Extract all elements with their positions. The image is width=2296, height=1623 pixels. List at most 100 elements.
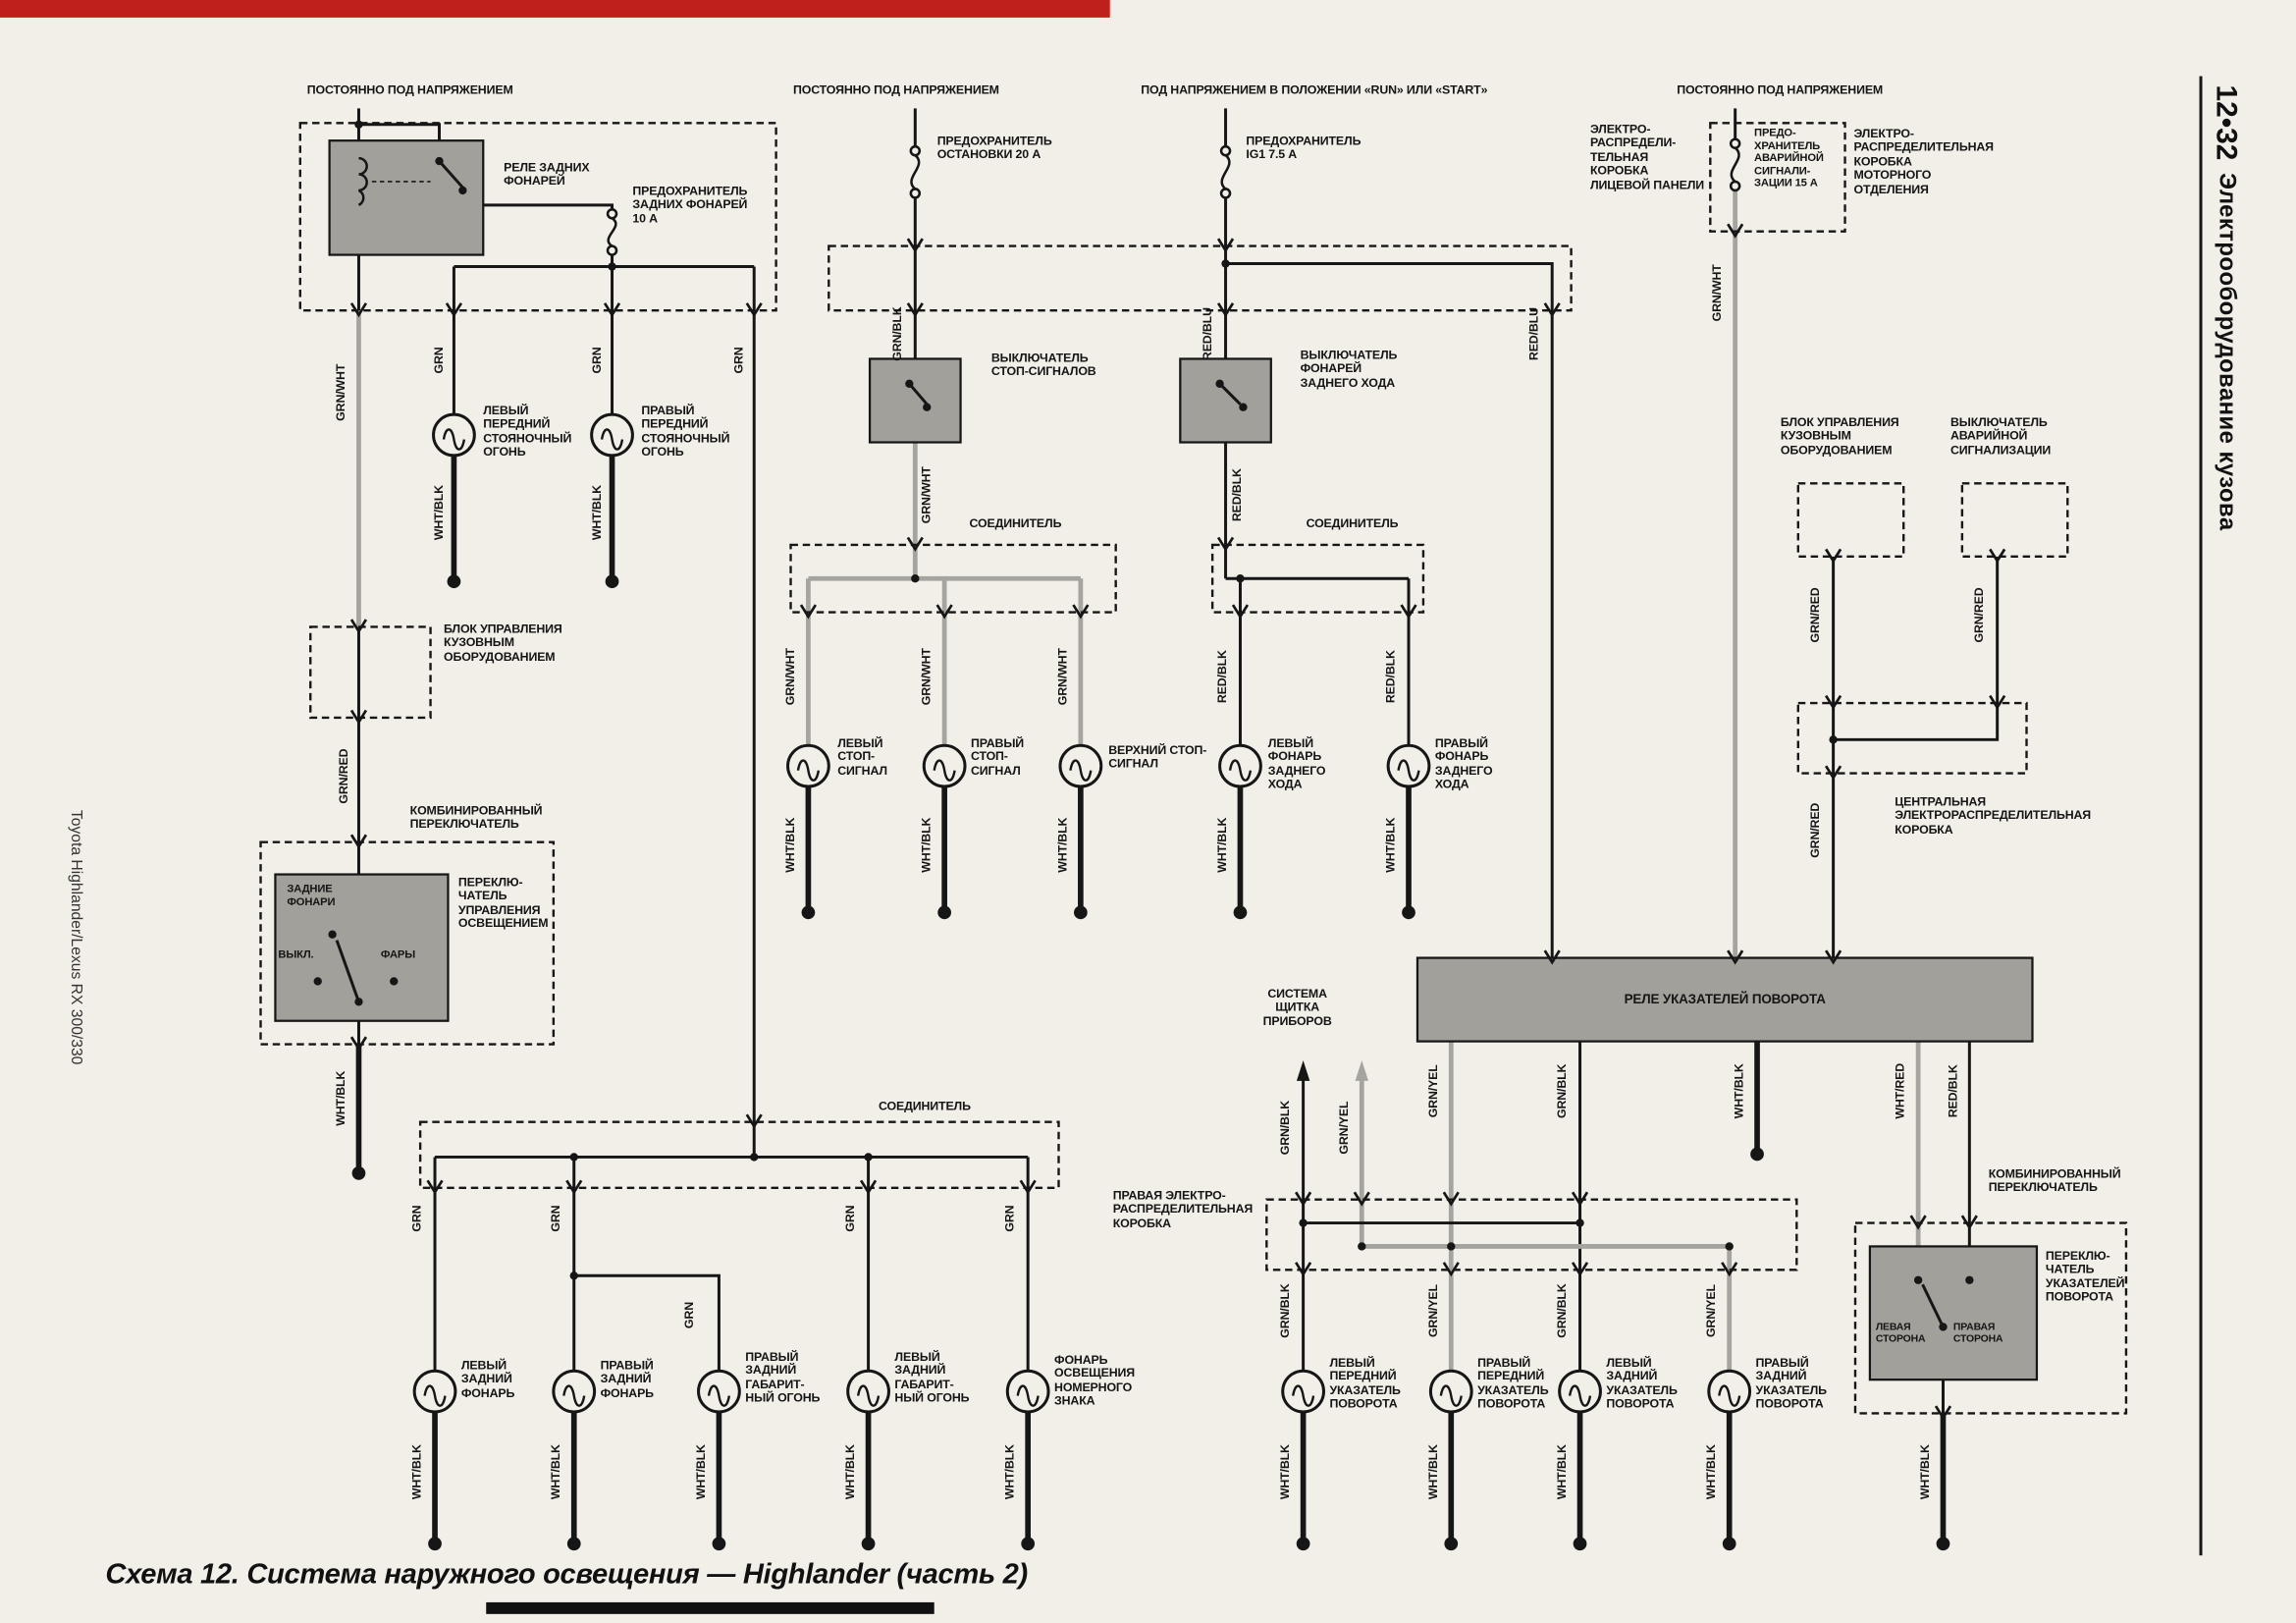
junction-dot — [569, 1153, 578, 1162]
wire-color-label: RED/BLK — [1945, 1064, 1960, 1118]
wire-color-label: RED/BLK — [1214, 650, 1229, 704]
wire-color-label: WHT/BLK — [430, 485, 446, 541]
wire-color-label: GRN/YEL — [1424, 1064, 1440, 1118]
wire — [1225, 262, 1554, 958]
hazard-fuse-label: ПРЕДО-ХРАНИТЕЛЬ АВАРИЙНОЙ СИГНАЛИ-ЗАЦИИ … — [1754, 126, 1824, 189]
connector-arrow-icon — [603, 302, 621, 318]
connector-arrow-icon — [1825, 694, 1842, 711]
ground-icon — [861, 1537, 876, 1551]
lamp-filament-icon — [1568, 1384, 1592, 1407]
connector-arrow-icon — [1216, 238, 1235, 253]
fuse-icon — [909, 188, 922, 199]
left-stop-lamp-label: ЛЕВЫЙ СТОП-СИГНАЛ — [837, 734, 887, 778]
hazard-switch-label: ВЫКЛЮЧАТЕЛЬ АВАРИЙНОЙ СИГНАЛИЗАЦИИ — [1949, 414, 2052, 458]
lamp-filament-icon — [442, 428, 466, 451]
connector-arrow-icon — [1442, 1262, 1460, 1277]
wire-color-label: GRN — [408, 1205, 424, 1232]
light-control-switch-label: ПЕРЕКЛЮ-ЧАТЕЛЬ УПРАВЛЕНИЯ ОСВЕЩЕНИЕМ — [457, 874, 549, 931]
backup-connector-dashed-box — [1210, 543, 1425, 614]
lamp-filament-icon — [1291, 1384, 1315, 1407]
junction-dot — [1965, 1275, 1974, 1284]
lamp-filament-icon — [933, 759, 956, 782]
wire-color-label: GRN — [548, 1205, 563, 1232]
wire — [1833, 556, 2000, 741]
rear-lights-relay-label: РЕЛЕ ЗАДНИХ ФОНАРЕЙ — [504, 159, 590, 189]
switch-lever — [1218, 382, 1242, 406]
rear-connector-dashed-box — [418, 1120, 1060, 1189]
wire-color-label: RED/BLK — [1228, 468, 1244, 522]
connector-arrow-icon — [906, 238, 924, 253]
wire-color-label: WHT/BLK — [1703, 1444, 1719, 1500]
connector-arrow-icon — [1989, 694, 2006, 711]
connector-arrow-icon — [426, 1179, 444, 1195]
ground-icon — [1750, 1147, 1764, 1162]
wire-color-label: GRN/RED — [1807, 802, 1823, 858]
left-side-label: ЛЕВАЯ СТОРОНА — [1875, 1323, 1926, 1345]
connector-arrow-icon — [1934, 1405, 1952, 1421]
junction-dot — [911, 574, 920, 583]
connector-arrow-icon — [799, 604, 818, 620]
switch-pos-tail-label: ЗАДНИЕ ФОНАРИ — [287, 882, 336, 908]
ground-icon — [1722, 1537, 1736, 1551]
turn-signal-switch-box — [1868, 1245, 2039, 1381]
junction-dot — [569, 1271, 578, 1280]
ground-icon — [566, 1537, 581, 1551]
wire-color-label: GRN/RED — [1971, 587, 1987, 643]
fuse-icon — [1220, 154, 1231, 190]
wire-color-label: WHT/RED — [1892, 1062, 1907, 1119]
switch-lever — [1921, 1283, 1945, 1328]
junction-dot — [1829, 735, 1838, 744]
engine-junction-box-label: ЭЛЕКТРО-РАСПРЕДЕЛИТЕЛЬНАЯ КОРОБКА МОТОРН… — [1853, 126, 1994, 196]
connector-arrow-icon — [349, 619, 368, 634]
up-arrow-icon — [1296, 1059, 1310, 1081]
ground-icon — [1444, 1537, 1459, 1551]
engine-junction-box-dashed-box — [1709, 122, 1846, 233]
ground-icon — [1296, 1537, 1310, 1551]
wire-color-label: GRN/BLK — [888, 306, 904, 361]
body-control-unit-label-right: БЛОК УПРАВЛЕНИЯ КУЗОВНЫМ ОБОРУДОВАНИЕМ — [1780, 414, 1899, 458]
combination-switch-left-dashed-box — [259, 840, 556, 1046]
rear-lights-fuse-label: ПРЕДОХРАНИТЕЛЬ ЗАДНИХ ФОНАРЕЙ 10 А — [632, 183, 748, 226]
connector-arrow-icon — [1960, 1215, 1978, 1230]
relay-coil-icon — [357, 156, 368, 206]
chapter-title: Электрооборудование кузова — [2214, 173, 2239, 531]
top-red-bar — [0, 0, 1110, 18]
wire-color-label: GRN/BLK — [1277, 1283, 1293, 1338]
turn-signal-switch-label: ПЕРЕКЛЮ-ЧАТЕЛЬ УКАЗАТЕЛЕЙ ПОВОРОТА — [2045, 1247, 2125, 1305]
right-backup-lamp-label: ПРАВЫЙ ФОНАРЬ ЗАДНЕГО ХОДА — [1434, 734, 1493, 792]
wire-color-label: WHT/BLK — [692, 1444, 708, 1500]
connector-label-stop: СОЕДИНИТЕЛЬ — [969, 515, 1062, 530]
rear-lights-relay-dashed-box — [298, 122, 777, 312]
combination-switch-label-right: КОМБИНИРОВАННЫЙ ПЕРЕКЛЮЧАТЕЛЬ — [1988, 1165, 2121, 1195]
figure-caption: Схема 12. Система наружного освещения — … — [105, 1558, 1028, 1591]
wire-color-label: GRN/WHT — [333, 363, 347, 421]
fuse-icon — [606, 208, 618, 220]
light-control-switch-box — [274, 873, 450, 1022]
junction-dot — [750, 1153, 759, 1162]
wire-color-label: WHT/BLK — [918, 817, 934, 873]
lamp-filament-icon — [1016, 1384, 1040, 1407]
junction-dot — [923, 403, 932, 411]
stop-fuse-label: ПРЕДОХРАНИТЕЛЬ ОСТАНОВКИ 20 А — [936, 133, 1052, 162]
turn-signal-relay-box — [1415, 956, 2034, 1043]
lamp-filament-icon — [1228, 759, 1253, 782]
wire-color-label: WHT/BLK — [408, 1444, 424, 1500]
wire-color-label: WHT/BLK — [1214, 817, 1229, 873]
junction-dot — [864, 1153, 873, 1162]
junction-dot — [458, 186, 467, 195]
stop-connector-dashed-box — [789, 543, 1117, 614]
wire-color-label: GRN/BLK — [1554, 1283, 1570, 1338]
connector-arrow-icon — [1989, 548, 2006, 564]
connector-arrow-icon — [1721, 1262, 1738, 1277]
power-label-run-start: ПОД НАПРЯЖЕНИЕМ В ПОЛОЖЕНИИ «RUN» ИЛИ «S… — [1141, 81, 1488, 97]
wire-color-label: WHT/BLK — [842, 1444, 858, 1500]
connector-arrow-icon — [935, 604, 953, 620]
right-front-parking-lamp-label: ПРАВЫЙ ПЕРЕДНИЙ СТОЯНОЧНЫЙ ОГОНЬ — [641, 403, 730, 460]
ground-icon — [428, 1537, 442, 1551]
wire-color-label: GRN/RED — [336, 748, 350, 804]
junction-dot — [1239, 403, 1248, 411]
connector-arrow-icon — [1909, 1215, 1927, 1230]
lamp-filament-icon — [1069, 759, 1093, 782]
wire-color-label: GRN/WHT — [918, 466, 934, 524]
